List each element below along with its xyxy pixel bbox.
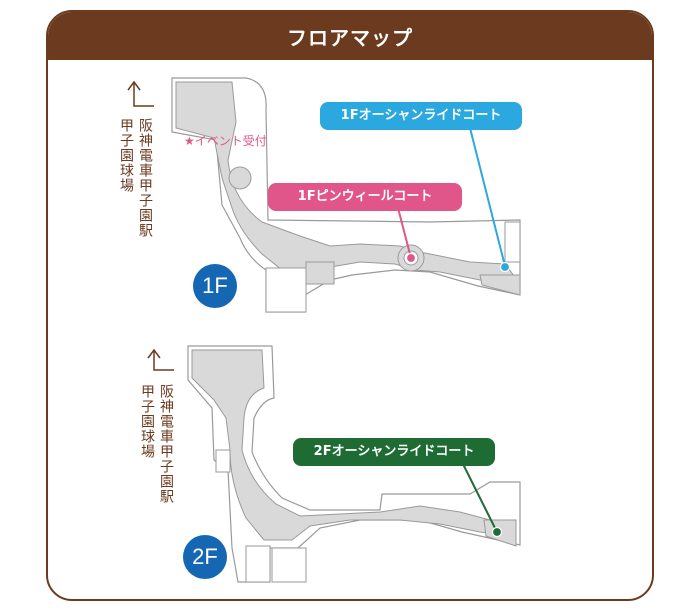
floor-2f-badge: 2F (183, 535, 227, 579)
stadium-label-2f: 甲子園球場 (139, 384, 155, 459)
2f-ocean-ride-court-label[interactable]: 2Fオーシャンライドコート (293, 438, 495, 466)
floor-1f-badge: 1F (193, 264, 237, 308)
floor2-plan (147, 345, 521, 583)
stadium-label-1f: 甲子園球場 (118, 118, 134, 193)
1f-pinwheel-court-label[interactable]: 1Fピンウィールコート (268, 183, 462, 211)
floor-map-title: フロアマップ (48, 12, 652, 60)
event-reception-label: ★イベント受付 (184, 134, 267, 148)
station-label-1f: 阪神電車甲子園駅 (137, 118, 153, 238)
1f-ocean-ride-court-label[interactable]: 1Fオーシャンライドコート (320, 102, 522, 130)
floor1-plan (127, 77, 521, 313)
station-label-2f: 阪神電車甲子園駅 (158, 384, 174, 504)
